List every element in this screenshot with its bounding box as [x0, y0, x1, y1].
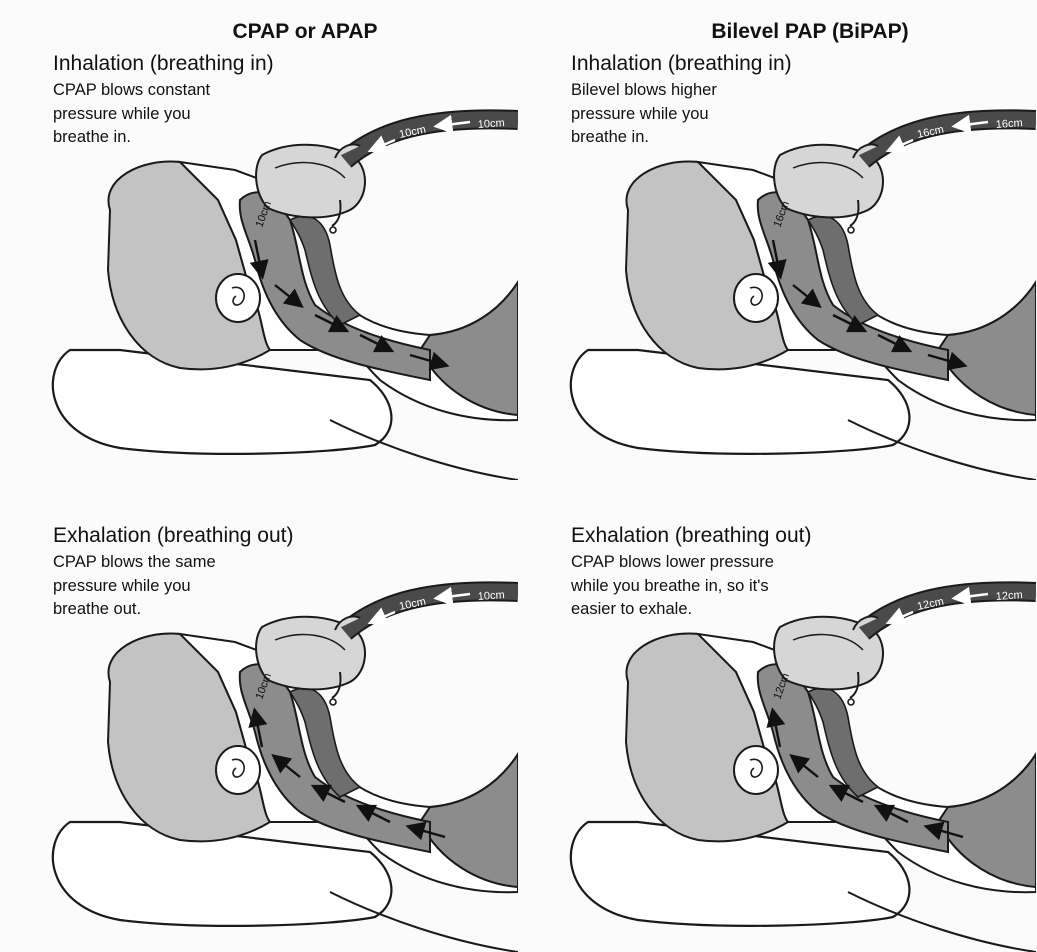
hose-pressure-label: 10cm	[477, 589, 505, 603]
bipap-inhalation-panel: 16cm16cm16cm Inhalation (breathing in) B…	[518, 50, 1036, 480]
panel-description: Bilevel blows higher pressure while you …	[571, 79, 792, 150]
panel-caption: Exhalation (breathing out) CPAP blows lo…	[571, 524, 812, 622]
panel-caption: Exhalation (breathing out) CPAP blows th…	[53, 524, 294, 622]
description-line: easier to exhale.	[571, 598, 812, 622]
panel-heading: Exhalation (breathing out)	[53, 524, 294, 548]
description-line: CPAP blows constant	[53, 79, 274, 103]
panel-description: CPAP blows the same pressure while you b…	[53, 551, 294, 622]
mask-valve	[848, 699, 854, 705]
panel-caption: Inhalation (breathing in) Bilevel blows …	[571, 52, 792, 150]
bipap-exhalation-panel: 12cm12cm12cm Exhalation (breathing out) …	[518, 522, 1036, 952]
panel-description: CPAP blows constant pressure while you b…	[53, 79, 274, 150]
bipap-column-title: Bilevel PAP (BiPAP)	[600, 20, 1020, 44]
hose-pressure-label: 10cm	[477, 117, 505, 131]
cpap-column-title: CPAP or APAP	[95, 20, 515, 44]
description-line: CPAP blows the same	[53, 551, 294, 575]
description-line: Bilevel blows higher	[571, 79, 792, 103]
cpap-inhalation-panel: 10cm10cm10cm Inhalation (breathing in) C…	[0, 50, 518, 480]
panel-caption: Inhalation (breathing in) CPAP blows con…	[53, 52, 274, 150]
panel-heading: Exhalation (breathing out)	[571, 524, 812, 548]
description-line: while you breathe in, so it's	[571, 575, 812, 599]
description-line: CPAP blows lower pressure	[571, 551, 812, 575]
cpap-exhalation-panel: 10cm10cm10cm Exhalation (breathing out) …	[0, 522, 518, 952]
hose-pressure-label: 16cm	[995, 117, 1023, 131]
panel-description: CPAP blows lower pressure while you brea…	[571, 551, 812, 622]
description-line: breathe in.	[53, 126, 274, 150]
mask-valve	[330, 699, 336, 705]
mask-valve	[330, 227, 336, 233]
description-line: pressure while you	[53, 103, 274, 127]
ear	[216, 746, 260, 794]
ear	[734, 274, 778, 322]
description-line: breathe out.	[53, 598, 294, 622]
description-line: pressure while you	[53, 575, 294, 599]
ear	[734, 746, 778, 794]
hose-pressure-label: 12cm	[995, 589, 1023, 603]
mask-valve	[848, 227, 854, 233]
panel-heading: Inhalation (breathing in)	[53, 52, 274, 76]
ear	[216, 274, 260, 322]
description-line: pressure while you	[571, 103, 792, 127]
panel-heading: Inhalation (breathing in)	[571, 52, 792, 76]
description-line: breathe in.	[571, 126, 792, 150]
